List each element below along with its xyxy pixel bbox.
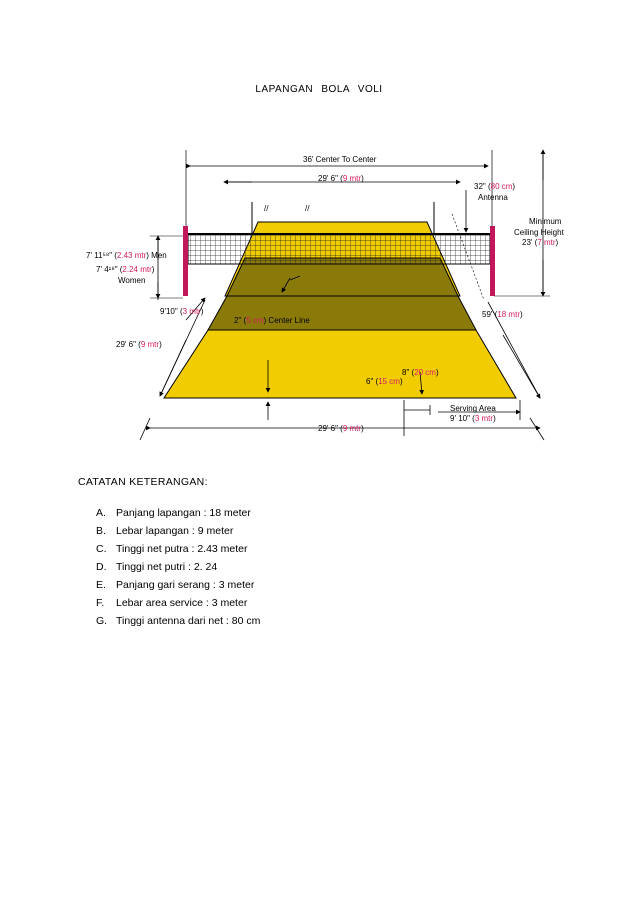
right-pole: [490, 226, 495, 296]
list-item: F.Lebar area service : 3 meter: [96, 597, 248, 609]
list-item: C.Tinggi net putra : 2.43 meter: [96, 543, 248, 555]
antenna-label: Antenna: [478, 193, 508, 202]
antenna-height-label: 32" (80 cm): [474, 182, 515, 191]
page-title: LAPANGAN BOLA VOLI: [255, 84, 383, 95]
center-line-label: 2" (5 cm) Center Line: [234, 316, 310, 325]
left-pole: [183, 226, 188, 296]
list-item: E.Panjang gari serang : 3 meter: [96, 579, 255, 591]
serving-area-size-label: 9' 10" (3 mtr): [450, 414, 496, 423]
attack-line-label: 9'10" (3 mtr): [160, 307, 204, 316]
list-item: B.Lebar lapangan : 9 meter: [96, 525, 234, 537]
line-width-8in-label: 8" (20 cm): [402, 368, 439, 377]
notes-heading: CATATAN KETERANGAN:: [78, 476, 208, 488]
list-item: G.Tinggi antenna dari net : 80 cm: [96, 615, 261, 627]
ceiling-label-line1: Minimum: [529, 217, 562, 226]
court-side-width-label: 29' 6" (9 mtr): [116, 340, 162, 349]
court-near-zone: [163, 329, 517, 399]
serving-area-label: Serving Area: [450, 404, 496, 413]
notes-list: A.Panjang lapangan : 18 meter B.Lebar la…: [96, 504, 260, 630]
court-length-label: 59' (18 mtr): [482, 310, 523, 319]
break-mark-icon: //: [264, 204, 269, 213]
line-width-6in-label: 6" (15 cm): [366, 377, 403, 386]
center-to-center-label: 36' Center To Center: [303, 155, 377, 164]
ceiling-label-line2: Ceiling Height: [514, 228, 565, 237]
net-mesh: [187, 233, 491, 265]
list-item: D.Tinggi net putri : 2. 24: [96, 561, 218, 573]
top-width-label: 29' 6" (9 mtr): [318, 174, 364, 183]
women-label: Women: [118, 276, 145, 285]
bottom-width-label: 29' 6" (9 mtr): [318, 424, 364, 433]
volleyball-court-diagram: // // 36' Center To Center 29' 6" (9 mtr…: [86, 149, 565, 441]
women-net-height-label: 7' 4¹⁸" (2.24 mtr): [96, 265, 155, 274]
break-mark-icon: //: [305, 204, 310, 213]
men-net-height-label: 7' 11⁵⁸" (2.43 mtr) Men: [86, 251, 167, 260]
ceiling-height-label: 23' (7 mtr): [522, 238, 559, 247]
list-item: A.Panjang lapangan : 18 meter: [96, 507, 251, 519]
